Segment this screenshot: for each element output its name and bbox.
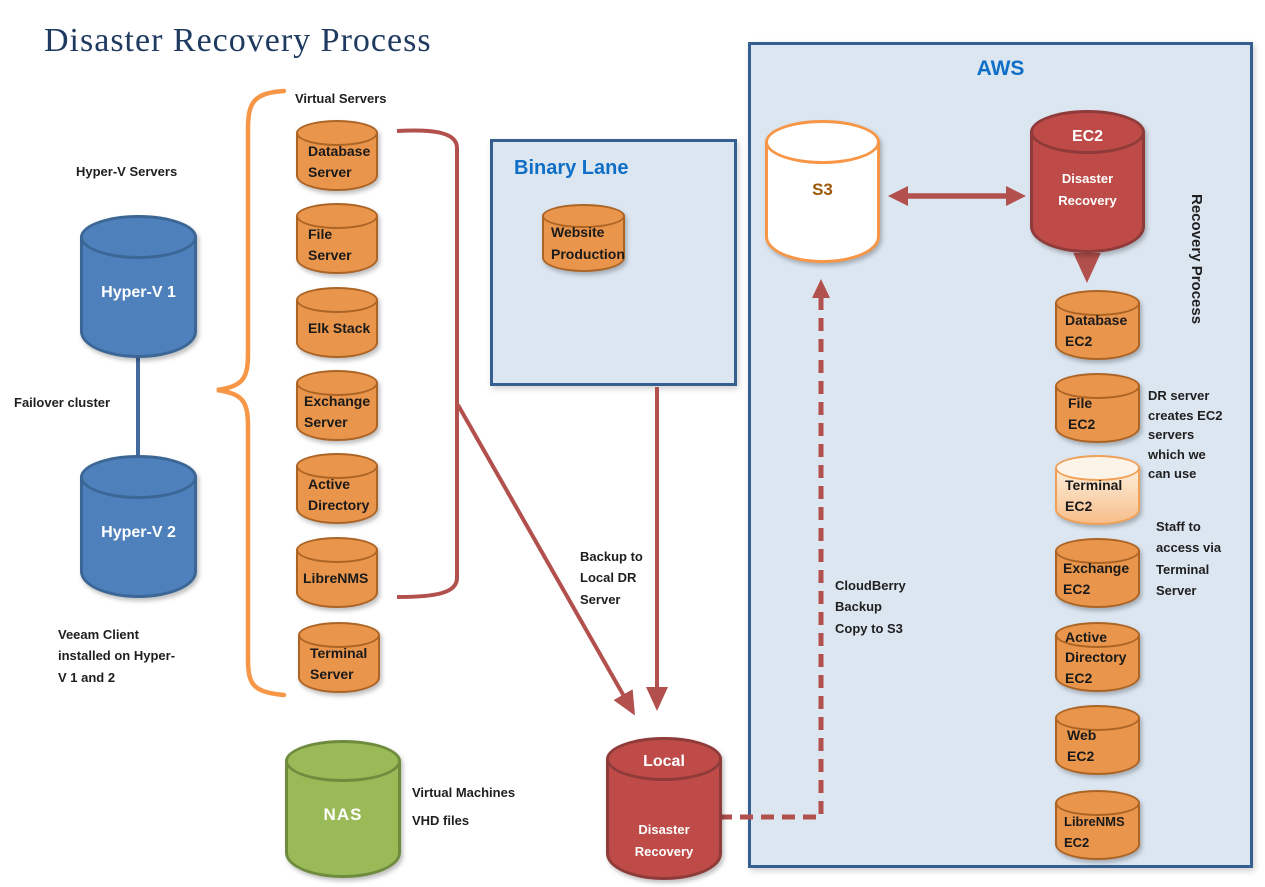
ec2-dr-cylinder: EC2 Disaster Recovery [1030, 110, 1145, 253]
exchange-server-label: Exchange Server [304, 393, 371, 430]
file-server-cylinder: File Server [296, 203, 378, 274]
terminal-server-cylinder: Terminal Server [298, 622, 380, 693]
website-production-label: Website Production [551, 224, 625, 262]
exchange-server-cylinder: Exchange Server [296, 370, 378, 441]
exchange-ec2-cylinder: Exchange EC2 [1055, 538, 1140, 608]
elk-stack-cylinder: Elk Stack [296, 287, 378, 358]
database-ec2-label: Database EC2 [1065, 312, 1128, 349]
hyperv1-cylinder-body [80, 237, 197, 358]
s3-label: S3 [812, 180, 833, 199]
file-ec2-cylinder: File EC2 [1055, 373, 1140, 443]
s3-cylinder: S3 [765, 120, 880, 263]
hyperv-servers-label: Hyper-V Servers [76, 164, 178, 179]
veeam-note: Veeam Client installed on Hyper- V 1 and… [58, 627, 176, 685]
active-directory-ec2-label: Active Directory EC2 [1065, 629, 1127, 686]
web-ec2-label: Web EC2 [1067, 727, 1097, 764]
nas-cylinder: NAS [285, 740, 401, 878]
hyperv2-cylinder-top [80, 455, 197, 499]
active-directory-ec2-cylinder: Active Directory EC2 [1055, 622, 1140, 692]
hyperv2-cylinder-body [80, 477, 197, 598]
elk-stack-label: Elk Stack [308, 320, 371, 336]
hyperv1-cylinder-top [80, 215, 197, 259]
exchange-ec2-label: Exchange EC2 [1063, 560, 1130, 597]
terminal-server-label: Terminal Server [310, 645, 368, 682]
nas-label: NAS [323, 805, 363, 824]
virtual-servers-label: Virtual Servers [295, 91, 387, 106]
ec2-dr-title: EC2 [1071, 128, 1104, 145]
terminal-ec2-cylinder: Terminal EC2 [1055, 455, 1140, 525]
website-production-cylinder: Website Production [542, 204, 625, 272]
local-dr-title: Local [643, 753, 685, 770]
file-ec2-label: File EC2 [1068, 395, 1096, 432]
cloudberry-note: CloudBerry Backup Copy to S3 [835, 578, 906, 636]
local-dr-subtitle: Disaster Recovery [634, 822, 694, 860]
hyperv2-label: Hyper-V 2 [101, 524, 176, 541]
librenms-cylinder: LibreNMS [296, 537, 378, 608]
librenms-label: LibreNMS [303, 570, 369, 586]
binary-lane-box: Binary Lane [490, 139, 737, 386]
database-server-cylinder: Database Server [296, 120, 378, 191]
binary-lane-title: Binary Lane [514, 157, 629, 179]
terminal-ec2-label: Terminal EC2 [1065, 477, 1123, 514]
nas-note: Virtual Machines VHD files [412, 785, 516, 828]
librenms-ec2-label: LibreNMS EC2 [1064, 814, 1125, 850]
virtual-servers-collector-bracket [396, 128, 459, 599]
staff-access-note: Staff to access via Terminal Server [1156, 519, 1222, 599]
aws-title: AWS [976, 57, 1025, 80]
web-ec2-cylinder: Web EC2 [1055, 705, 1140, 775]
hyperv1-cylinder: Hyper-V 1 [80, 215, 197, 358]
page-title: Disaster Recovery Process [44, 22, 432, 59]
database-server-label: Database Server [308, 143, 371, 180]
ec2-dr-subtitle: Disaster Recovery [1058, 171, 1117, 209]
active-directory-cylinder: Active Directory [296, 453, 378, 524]
active-directory-label: Active Directory [308, 476, 370, 513]
backup-to-local-note: Backup to Local DR Server [580, 549, 643, 607]
recovery-process-label: Recovery Process [1187, 194, 1205, 325]
virtual-servers-brace [216, 88, 287, 698]
file-server-label: File Server [308, 226, 352, 263]
librenms-ec2-cylinder: LibreNMS EC2 [1055, 790, 1140, 860]
failover-cluster-label: Failover cluster [14, 395, 111, 410]
hyperv2-cylinder: Hyper-V 2 [80, 455, 197, 598]
database-ec2-cylinder: Database EC2 [1055, 290, 1140, 360]
dr-server-note: DR server creates EC2 servers which we c… [1148, 388, 1223, 481]
local-dr-cylinder: Local Disaster Recovery [606, 737, 722, 880]
hyperv1-label: Hyper-V 1 [101, 284, 176, 301]
